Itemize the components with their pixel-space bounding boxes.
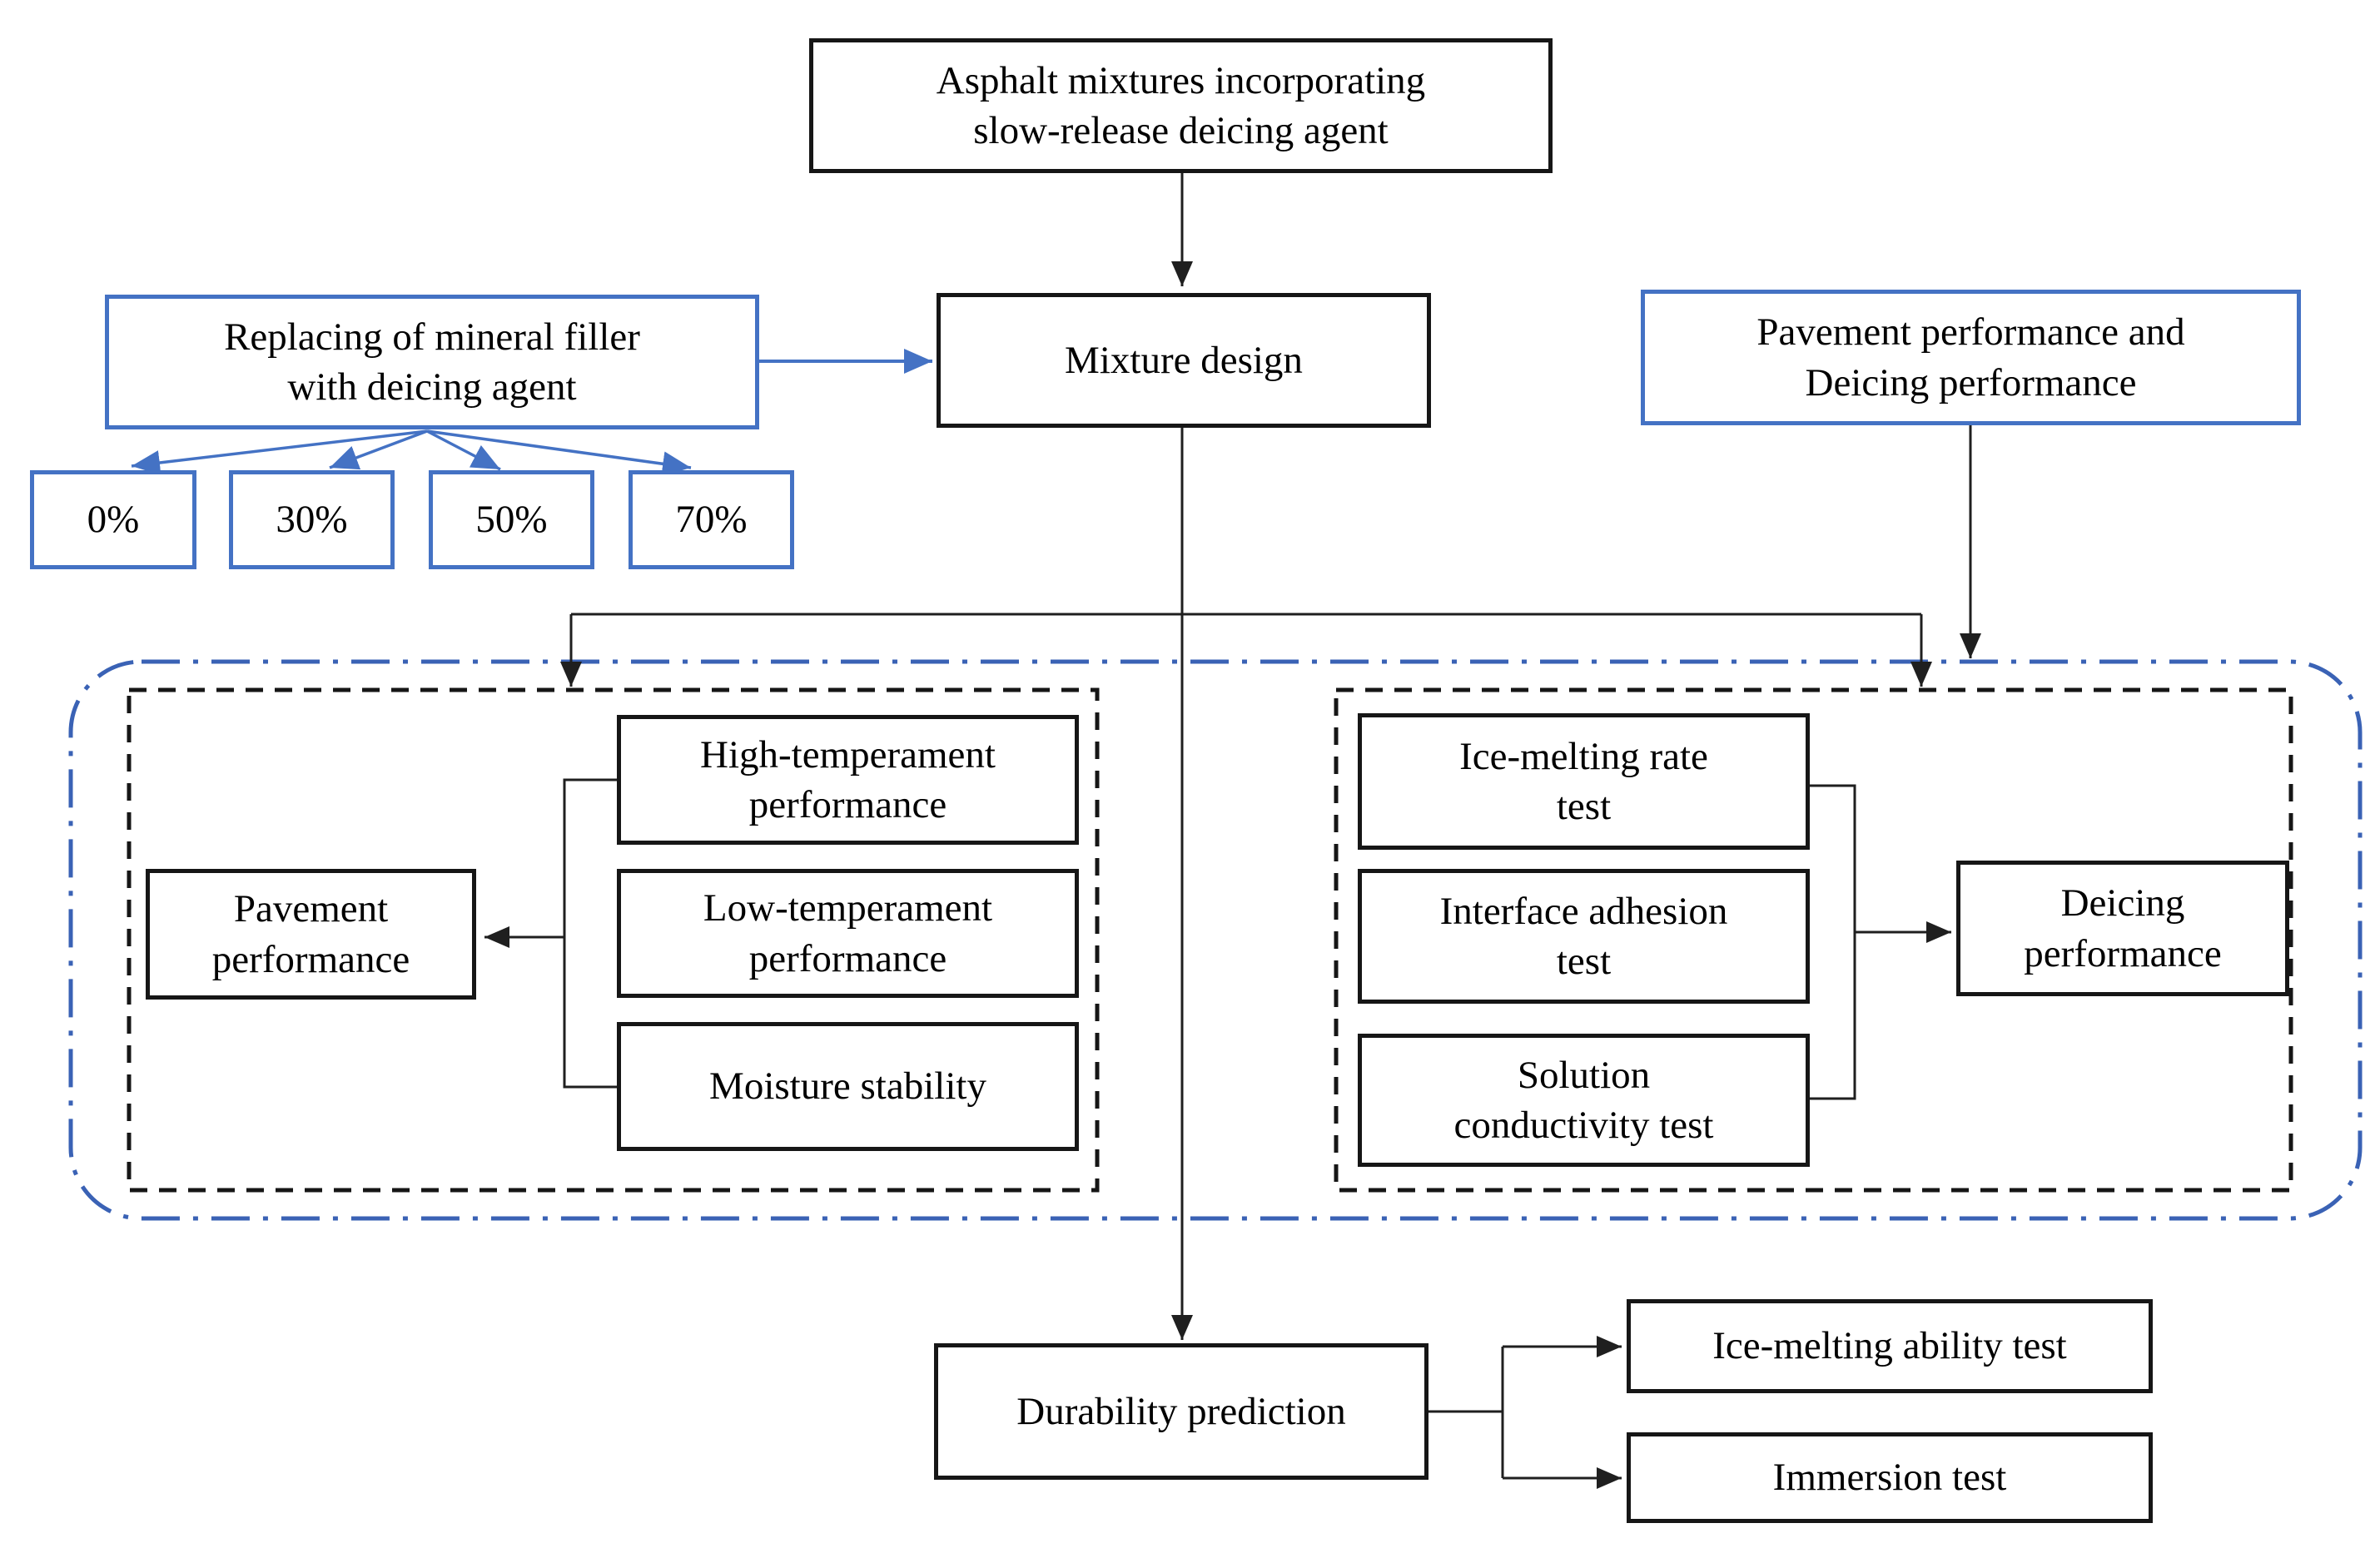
node-label-line: Moisture stability <box>709 1064 986 1109</box>
node-label-line: conductivity test <box>1453 1104 1714 1147</box>
node-label-line: performance <box>748 783 947 826</box>
node-0-percent: 0% <box>30 470 196 569</box>
arrow-fan-to-70pct <box>426 429 692 477</box>
node-label-line: performance <box>2024 931 2222 975</box>
node-moisture-stability: Moisture stability <box>617 1022 1079 1151</box>
node-immersion-test: Immersion test <box>1627 1432 2153 1523</box>
node-label-line: Immersion test <box>1772 1456 2007 1500</box>
node-label-line: Pavement performance and <box>1756 310 2185 355</box>
node-70-percent: 70% <box>629 470 794 569</box>
node-label-line: test <box>1556 940 1612 983</box>
node-label-line: Interface adhesion <box>1439 889 1728 933</box>
node-ice-melting-ability-test: Ice-melting ability test <box>1627 1299 2153 1393</box>
node-deicing-performance: Deicing performance <box>1956 861 2289 996</box>
group-deicing-performance <box>1334 687 2293 1193</box>
node-label-line: High-temperament <box>700 732 996 776</box>
bracket-deicing-tests <box>1810 784 1856 1100</box>
node-label-line: Low-temperament <box>703 886 993 930</box>
node-label-line: Solution <box>1517 1053 1651 1097</box>
node-50-percent: 50% <box>429 470 594 569</box>
node-interface-adhesion-test: Interface adhesion test <box>1358 869 1810 1004</box>
node-solution-conductivity-test: Solution conductivity test <box>1358 1034 1810 1167</box>
node-replacing-mineral-filler: Replacing of mineral filler with deicing… <box>105 295 759 429</box>
node-label-line: Mixture design <box>1065 338 1303 382</box>
connector-durability-split <box>1428 1347 1504 1478</box>
node-label-line: slow-release deicing agent <box>973 109 1389 152</box>
node-ice-melting-rate-test: Ice-melting rate test <box>1358 713 1810 850</box>
node-label-line: 70% <box>675 498 748 542</box>
arrow-fan-to-0pct <box>131 429 428 475</box>
node-low-temperament-performance: Low-temperament performance <box>617 869 1079 998</box>
node-30-percent: 30% <box>229 470 395 569</box>
node-label-line: with deicing agent <box>287 365 577 409</box>
node-label-line: 0% <box>87 498 140 542</box>
group-pavement-performance <box>127 687 1100 1193</box>
node-label-line: Deicing performance <box>1805 360 2137 404</box>
arrow-fan-to-30pct <box>329 429 428 470</box>
node-label-line: performance <box>748 936 947 980</box>
node-durability-prediction: Durability prediction <box>934 1343 1428 1480</box>
node-asphalt-mixtures: Asphalt mixtures incorporating slow-rele… <box>809 38 1553 173</box>
bracket-pavement-tests <box>563 778 617 1089</box>
node-pavement-performance: Pavement performance <box>146 869 476 1000</box>
node-label-line: Asphalt mixtures incorporating <box>936 58 1426 102</box>
node-label-line: Replacing of mineral filler <box>224 315 640 359</box>
node-label-line: Ice-melting ability test <box>1712 1324 2067 1368</box>
node-high-temperament-performance: High-temperament performance <box>617 715 1079 845</box>
node-label-line: performance <box>211 937 410 981</box>
node-label-line: Ice-melting rate <box>1459 734 1708 778</box>
node-pavement-and-deicing-performance: Pavement performance and Deicing perform… <box>1641 290 2301 425</box>
node-mixture-design: Mixture design <box>937 293 1431 428</box>
node-label-line: 50% <box>475 498 548 542</box>
node-label-line: Pavement <box>233 887 389 931</box>
node-label-line: Deicing <box>2060 881 2185 925</box>
node-label-line: 30% <box>276 498 348 542</box>
arrow-fan-to-50pct <box>426 429 501 471</box>
node-label-line: Durability prediction <box>1016 1389 1346 1433</box>
container-study-scope <box>68 659 2363 1221</box>
node-label-line: test <box>1556 785 1612 828</box>
